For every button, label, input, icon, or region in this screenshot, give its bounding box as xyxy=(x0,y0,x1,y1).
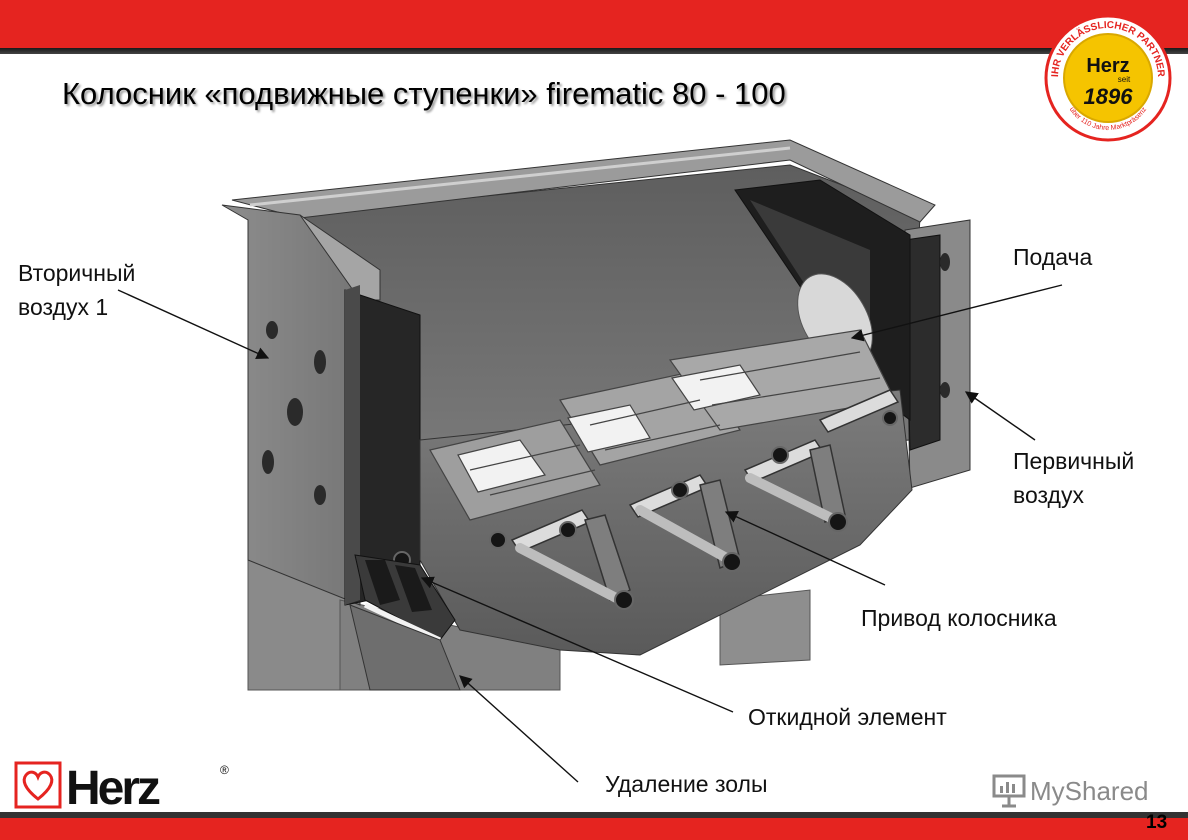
herz-brand-text: Herz xyxy=(66,762,160,810)
label-grate-drive: Привод колосника xyxy=(861,605,1057,631)
herz-1896-seal: IHR VERLÄSSLICHER PARTNER über 110 Jahre… xyxy=(1044,14,1172,142)
callout-lines xyxy=(117,284,1063,783)
grate-drive-mechanism xyxy=(393,389,900,610)
seal-center-text: Herz xyxy=(1086,55,1129,77)
top-red-bar xyxy=(0,0,1188,48)
label-tilting-element: Откидной элемент xyxy=(748,704,947,730)
seal-year-text: 1896 xyxy=(1084,84,1134,109)
callout-grate-drive xyxy=(724,511,886,586)
slide-title: Колосник «подвижные ступенки» firematic … xyxy=(62,76,786,111)
bottom-bar-shadow xyxy=(0,812,1188,818)
tilting-element xyxy=(354,554,456,643)
callout-ash-removal xyxy=(459,675,579,783)
callout-secondary-air xyxy=(117,289,270,360)
right-side-wall xyxy=(904,219,971,489)
myshared-text: MyShared xyxy=(1030,776,1149,806)
grate-steps xyxy=(429,329,896,521)
bottom-red-bar xyxy=(0,818,1188,840)
seal-seit-text: seit xyxy=(1118,75,1131,84)
top-bar-shadow xyxy=(0,48,1188,54)
myshared-watermark: MyShared xyxy=(992,770,1162,810)
label-ash-removal: Удаление золы xyxy=(605,771,768,797)
callout-tilting-element xyxy=(420,576,734,713)
heart-icon xyxy=(22,770,54,801)
label-feed: Подача xyxy=(1013,244,1093,270)
callout-primary-air xyxy=(964,391,1036,441)
presentation-icon xyxy=(992,774,1026,808)
registered-mark: ® xyxy=(220,763,229,777)
ash-chute xyxy=(349,604,461,691)
callout-feed xyxy=(850,284,1063,342)
page-number: 13 xyxy=(1146,812,1168,833)
herz-logo: Herz ® xyxy=(14,761,229,810)
label-primary-air: Первичный воздух xyxy=(1013,448,1135,508)
left-side-wall xyxy=(221,204,421,606)
label-secondary-air: Вторичный воздух 1 xyxy=(18,260,136,320)
